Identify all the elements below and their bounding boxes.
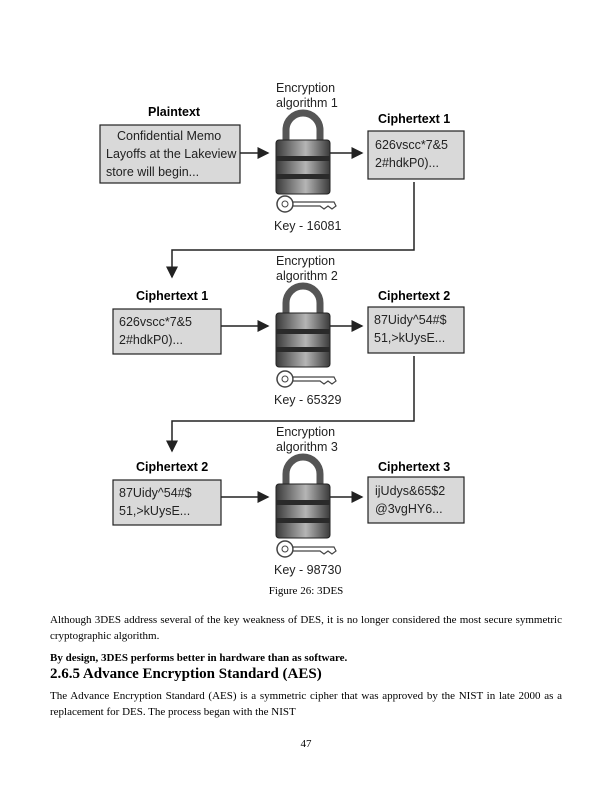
ciphertext-2-line-2: 51,>kUysE...	[374, 331, 445, 345]
ciphertext-1-box	[367, 130, 465, 180]
key-icon	[276, 195, 337, 213]
section-heading: 2.6.5 Advance Encryption Standard (AES)	[50, 666, 322, 682]
ciphertext-3-line-1: ijUdys&65$2	[375, 484, 445, 498]
ciphertext-3-line-2: @3vgHY6...	[375, 502, 443, 516]
ciphertext-3-header: Ciphertext 3	[378, 460, 450, 474]
ciphertext-1-header: Ciphertext 1	[378, 112, 450, 126]
figure-caption: Figure 26: 3DES	[268, 585, 344, 597]
ciphertext-2-box	[367, 306, 465, 354]
plaintext-line-1: Confidential Memo	[117, 129, 221, 143]
ciphertext-2-input-header: Ciphertext 2	[136, 460, 208, 474]
plaintext-line-3: store will begin...	[106, 165, 199, 179]
3des-diagram: Plaintext Confidential Memo Layoffs at t…	[99, 81, 465, 577]
algorithm-1-line-1: Encryption	[276, 81, 335, 95]
stage-2: Encryption algorithm 2 Ciphertext 1 626v…	[112, 254, 465, 407]
algorithm-1-line-2: algorithm 1	[276, 96, 338, 110]
stage-3: Encryption algorithm 3 Ciphertext 2 87Ui…	[112, 425, 465, 577]
arrow-icon	[166, 356, 415, 453]
key-icon	[276, 540, 337, 558]
ciphertext-1-input-line-1: 626vscc*7&5	[119, 315, 192, 329]
arrow-icon	[166, 182, 415, 279]
padlock-icon	[275, 282, 331, 368]
algorithm-2-line-2: algorithm 2	[276, 269, 338, 283]
ciphertext-2-header: Ciphertext 2	[378, 289, 450, 303]
algorithm-3-line-1: Encryption	[276, 425, 335, 439]
plaintext-box	[99, 124, 241, 184]
ciphertext-3-box	[367, 476, 465, 524]
key-3-label: Key - 98730	[274, 563, 341, 577]
ciphertext-1-line-1: 626vscc*7&5	[375, 138, 448, 152]
plaintext-line-2: Layoffs at the Lakeview	[106, 147, 237, 161]
ciphertext-1-line-2: 2#hdkP0)...	[375, 156, 439, 170]
key-1-label: Key - 16081	[274, 219, 341, 233]
ciphertext-1-input-box	[112, 308, 222, 355]
paragraph-3des-hardware: By design, 3DES performs better in hardw…	[50, 652, 348, 664]
paragraph-aes-intro: The Advance Encryption Standard (AES) is…	[50, 690, 562, 718]
ciphertext-2-input-line-2: 51,>kUysE...	[119, 504, 190, 518]
ciphertext-2-input-box	[112, 479, 222, 526]
paragraph-3des-weakness: Although 3DES address several of the key…	[50, 614, 562, 642]
plaintext-header: Plaintext	[148, 105, 201, 119]
ciphertext-2-line-1: 87Uidy^54#$	[374, 313, 447, 327]
algorithm-2-line-1: Encryption	[276, 254, 335, 268]
ciphertext-2-input-line-1: 87Uidy^54#$	[119, 486, 192, 500]
ciphertext-1-input-header: Ciphertext 1	[136, 289, 208, 303]
padlock-icon	[275, 109, 331, 195]
key-icon	[276, 370, 337, 388]
padlock-icon	[275, 453, 331, 539]
ciphertext-1-input-line-2: 2#hdkP0)...	[119, 333, 183, 347]
stage-1: Plaintext Confidential Memo Layoffs at t…	[99, 81, 465, 233]
key-2-label: Key - 65329	[274, 393, 341, 407]
algorithm-3-line-2: algorithm 3	[276, 440, 338, 454]
page-number: 47	[300, 738, 312, 750]
